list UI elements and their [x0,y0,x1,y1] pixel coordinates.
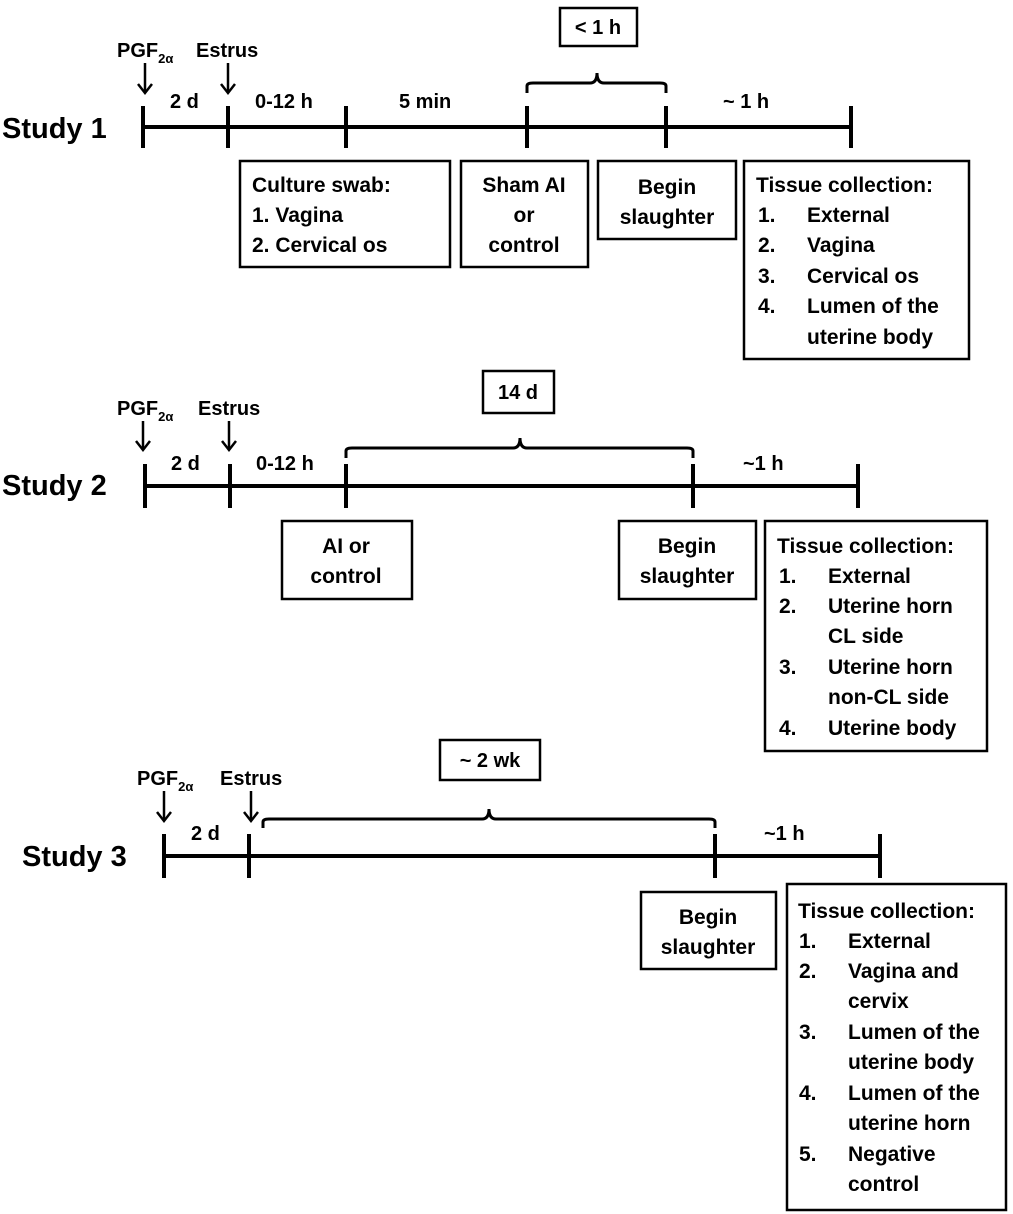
study-2: Study 2 PGF2α Estrus 2 d 0-12 h ~1 h 14 … [2,369,989,753]
study-2-interval-1h: ~1 h [743,453,784,475]
study-1-tissue-item-2: Vagina [807,234,875,257]
study-3-tissue-num-1: 1. [799,930,817,953]
study-1-culture-item-2: 2. Cervical os [252,234,387,257]
study-3-pgf-arrow [156,791,172,824]
study-3-label: Study 3 [22,841,127,873]
study-2-ai-line-2: control [310,565,381,588]
study-1-culture-title: Culture swab: [252,174,391,197]
study-3-slaughter-line-1: Begin [679,906,737,929]
study-2-tissue-item-3b: non-CL side [828,686,949,709]
study-2-label: Study 2 [2,470,107,502]
study-3-bracket-box [438,738,542,782]
study-2-tissue-box [763,519,989,753]
study-3: Study 3 PGF2α Estrus 2 d ~1 h ~ 2 wk Beg… [22,738,1008,1212]
study-2-ai-box [280,519,414,601]
study-2-bracket-box [481,369,556,415]
study-2-tissue-item-2a: Uterine horn [828,595,953,618]
study-3-tissue-box [785,882,1008,1212]
study-2-ai-line-1: AI or [322,535,370,558]
study-1-tissue-box [742,159,971,361]
study-1-tissue-num-1: 1. [758,204,776,227]
study-3-estrus-label: Estrus [220,768,282,790]
study-3-tissue-num-5: 5. [799,1143,817,1166]
study-1-timeline [141,106,853,148]
study-2-tissue-item-3a: Uterine horn [828,656,953,679]
study-2-tissue-item-4: Uterine body [828,717,957,740]
study-1-tissue-item-1: External [807,204,890,227]
study-1-tissue-num-4: 4. [758,295,776,318]
study-3-estrus-arrow [243,791,259,824]
study-1-sham-box [459,159,590,269]
study-3-interval-1h: ~1 h [764,823,805,845]
study-1-tissue-item-4a: Lumen of the [807,295,939,318]
study-3-pgf-label: PGF2α [137,768,193,794]
study-3-tissue-item-1: External [848,930,931,953]
study-2-tissue-title: Tissue collection: [777,535,954,558]
study-1-bracket [525,72,668,93]
study-3-tissue-item-5a: Negative [848,1143,936,1166]
study-3-interval-2d: 2 d [191,823,220,845]
study-2-bracket [344,437,695,458]
study-2-interval-2d: 2 d [171,453,200,475]
study-2-tissue-num-1: 1. [779,565,797,588]
study-3-bracket [261,808,717,828]
study-2-pgf-arrow [135,421,151,453]
study-1-slaughter-line-2: slaughter [620,206,715,229]
study-1-bracket-label: < 1 h [575,17,621,39]
study-2-slaughter-line-2: slaughter [640,565,735,588]
study-1-sham-line-3: control [488,234,559,257]
study-3-tissue-item-4a: Lumen of the [848,1082,980,1105]
study-2-tissue-num-2: 2. [779,595,797,618]
study-3-tissue-num-2: 2. [799,960,817,983]
study-2-timeline [143,464,860,508]
study-1-sham-line-2: or [514,204,535,227]
study-2-estrus-label: Estrus [198,398,260,420]
study-2-tissue-item-2b: CL side [828,625,903,648]
study-3-tissue-item-3a: Lumen of the [848,1021,980,1044]
study-3-tissue-title: Tissue collection: [798,900,975,923]
study-1: Study 1 PGF2α Estrus 2 d 0-12 h 5 min ~ … [2,6,971,361]
study-3-tissue-item-3b: uterine body [848,1051,974,1074]
study-2-estrus-arrow [221,421,237,453]
study-1-estrus-label: Estrus [196,40,258,62]
study-1-bracket-box [558,6,639,48]
study-2-pgf-label: PGF2α [117,398,173,424]
study-1-interval-0-12h: 0-12 h [255,91,313,113]
study-2-slaughter-box [617,519,758,601]
study-1-tissue-item-3: Cervical os [807,265,919,288]
study-2-tissue-item-1: External [828,565,911,588]
study-3-timeline [162,834,882,878]
study-1-tissue-num-2: 2. [758,234,776,257]
study-3-tissue-num-3: 3. [799,1021,817,1044]
study-3-tissue-item-4b: uterine horn [848,1112,971,1135]
study-2-tissue-num-3: 3. [779,656,797,679]
study-1-sham-line-1: Sham AI [482,174,565,197]
study-1-interval-2d: 2 d [170,91,199,113]
study-1-culture-item-1: 1. Vagina [252,204,343,227]
study-3-tissue-item-5b: control [848,1173,919,1196]
study-3-slaughter-line-2: slaughter [661,936,756,959]
study-3-tissue-item-2b: cervix [848,990,909,1013]
study-2-interval-0-12h: 0-12 h [256,453,314,475]
study-2-slaughter-line-1: Begin [658,535,716,558]
study-1-slaughter-box [596,159,738,241]
study-1-tissue-title: Tissue collection: [756,174,933,197]
study-2-tissue-num-4: 4. [779,717,797,740]
study-1-interval-5min: 5 min [399,91,451,113]
study-1-label: Study 1 [2,113,107,145]
study-1-slaughter-line-1: Begin [638,176,696,199]
study-2-bracket-label: 14 d [498,382,538,404]
study-1-tissue-num-3: 3. [758,265,776,288]
study-1-estrus-arrow [220,63,236,96]
study-1-pgf-arrow [137,63,153,96]
study-3-slaughter-box [639,890,778,971]
study-3-tissue-num-4: 4. [799,1082,817,1105]
study-1-culture-box [238,159,452,269]
study-3-bracket-label: ~ 2 wk [460,750,521,772]
study-1-interval-1h: ~ 1 h [723,91,769,113]
study-1-tissue-item-4b: uterine body [807,326,933,349]
study-3-tissue-item-2a: Vagina and [848,960,959,983]
study-1-pgf-label: PGF2α [117,40,173,66]
